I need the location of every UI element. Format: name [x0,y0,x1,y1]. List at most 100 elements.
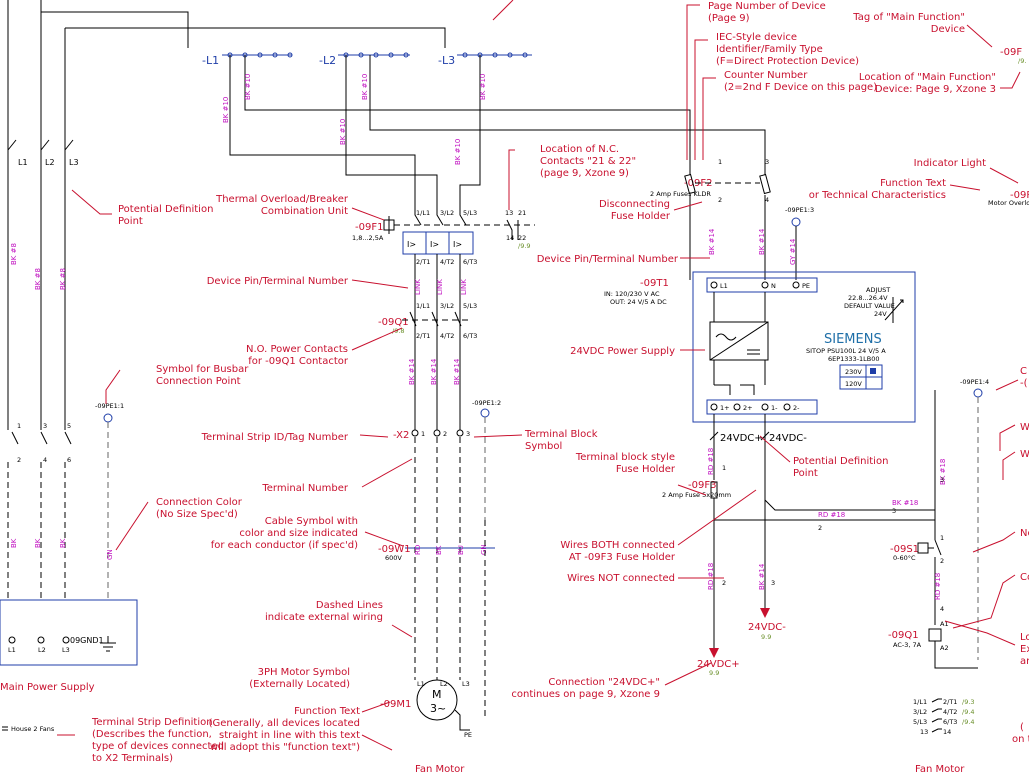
wire-mark-bk8-b: BK #8 [34,268,42,290]
contact-tag-5: 5 [67,422,71,430]
svg-text:4: 4 [765,196,769,204]
svg-text:BK #14: BK #14 [408,358,416,385]
f1-tag: -09F1 [355,222,383,233]
annotation-leaders [57,0,1021,751]
ann-conn-color: Connection Color(No Size Spec'd) [156,497,243,520]
ann-tag-main: Tag of "Main Function"Device [852,12,965,35]
svg-text:N: N [771,282,776,290]
phase-l2-label: L2 [45,158,55,167]
svg-text:GY #14: GY #14 [789,238,797,265]
svg-text:24VDC-: 24VDC- [769,433,807,444]
svg-text:BK: BK [435,545,443,555]
far-q1-tag: -09Q1 [888,630,919,641]
fan-motor-label: Fan Motor [415,764,465,775]
contact-tag-4: 4 [43,456,47,464]
svg-text:A2: A2 [940,644,949,652]
svg-text:/9.4: /9.4 [962,718,975,726]
svg-text:1/L1: 1/L1 [913,698,927,706]
svg-text:2/T1: 2/T1 [416,258,430,266]
arrow-24vdc-plus-icon [709,648,719,658]
feed-wires [7,0,446,150]
f3-tag: -09F3 [688,480,716,491]
wire-mark-bk10-f: BK #10 [479,74,487,100]
svg-text:PE: PE [464,731,472,739]
q1-tag: -09Q1 [378,317,409,328]
svg-text:RD #18: RD #18 [707,448,715,475]
svg-text:5/L3: 5/L3 [463,302,477,310]
svg-text:LINK: LINK [460,279,468,295]
svg-text:2: 2 [443,430,447,438]
svg-text:2: 2 [722,579,726,587]
svg-text:BK #14: BK #14 [453,358,461,385]
psu-branch: -09F2 2 Amp Fuses KLDR 1 3 2 4 BK #14 BK… [604,158,936,677]
svg-text:RD #18: RD #18 [707,563,715,590]
ground-tag: 09GND1 [70,636,104,645]
svg-text:ADJUST: ADJUST [866,286,890,294]
terminal-l3: L3 [62,646,70,654]
svg-text:1: 1 [722,464,726,472]
svg-text:2-: 2- [793,404,800,412]
svg-text:9.9: 9.9 [761,633,771,641]
svg-text:3~: 3~ [430,702,446,715]
ann-norm: Norma [1020,528,1029,539]
f2-desc: 2 Amp Fuses KLDR [650,190,711,198]
busbar-l3-label: -L3 [438,54,455,67]
wire-mark-bk8-c: BK #8 [59,268,67,290]
thermostat-icon [917,542,929,554]
ann-w1: W [1020,422,1029,433]
ann-func-text: Function Text(Generally, all devices loc… [209,706,360,753]
svg-text:2/T1: 2/T1 [416,332,430,340]
ann-loc-main: Location of "Main Function"Device: Page … [859,72,996,95]
q1-ref: /9.8 [392,327,405,335]
left-section: L1 L2 L3 BK #8 BK #8 BK #8 1 3 5 2 4 6 B… [0,139,138,733]
svg-text:13: 13 [505,209,513,217]
svg-text:1: 1 [421,430,425,438]
svg-text:3: 3 [892,507,896,515]
svg-text:BK #14: BK #14 [430,358,438,385]
svg-text:2+: 2+ [743,404,753,412]
wire-color-bk-3: BK [59,538,67,548]
svg-text:14: 14 [506,234,514,242]
svg-text:SITOP PSU100L 24 V/5 A: SITOP PSU100L 24 V/5 A [806,347,886,355]
svg-text:24VDC+: 24VDC+ [720,433,763,444]
svg-text:6/T3: 6/T3 [463,332,477,340]
far-p-tag: -09P [1010,190,1029,201]
svg-text:24V: 24V [874,310,887,318]
x2-tag: -X2 [393,430,409,441]
svg-text:2: 2 [718,196,722,204]
wire-mark-bk10-b: BK #10 [244,74,252,100]
contact-tag-1: 1 [17,422,21,430]
wire-mark-bk8-a: BK #8 [10,243,18,265]
svg-text:L1: L1 [417,680,425,688]
svg-text:3: 3 [940,476,944,484]
wire-mark-bk10-c: BK #10 [339,119,347,145]
busbar-l1-label: -L1 [202,54,219,67]
main-supply-box [0,599,138,666]
svg-text:1/L1: 1/L1 [416,209,430,217]
phase-l1-label: L1 [18,158,28,167]
contact-tag-2: 2 [17,456,21,464]
m1-tag: -09M1 [380,699,411,710]
svg-text:L1: L1 [720,282,728,290]
svg-text:/9.: /9. [1018,57,1026,65]
svg-text:L2: L2 [440,680,448,688]
svg-text:4/T2: 4/T2 [440,332,454,340]
ann-strip-def: Terminal Strip Definition(Describes the … [91,717,224,764]
svg-text:14: 14 [943,728,951,736]
ann-conta: Contac [1020,572,1029,583]
busbars: -L1 -L2 -L3 [202,52,532,67]
wire-mark-bk10-e: BK #10 [454,139,462,165]
svg-text:3/L2: 3/L2 [440,209,454,217]
motor-branch: -09F1 1,8...2,5A 1/L1 3/L2 5/L3 13 21 I>… [352,205,535,775]
svg-text:230V: 230V [845,368,862,376]
ground-icon [100,636,116,652]
svg-text:I>: I> [407,240,416,249]
svg-text:/9.9: /9.9 [518,242,531,250]
svg-text:-09PE1:3: -09PE1:3 [785,206,814,214]
